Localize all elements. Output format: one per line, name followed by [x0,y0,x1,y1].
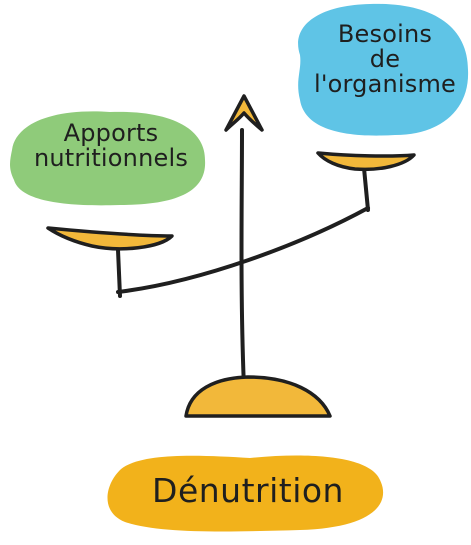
bottom-label-blob [107,455,384,532]
right-label-line: l'organisme [313,70,457,99]
right-pan-hanger [362,166,370,212]
scale-base [184,375,332,418]
bottom-label: Dénutrition [152,471,344,510]
left-label-line: nutritionnels [33,144,189,173]
left-label: Apports nutritionnels [6,119,216,173]
left-pan [46,226,174,251]
scale-beam [116,206,370,294]
left-pan-hanger [116,248,122,298]
right-pan [316,151,416,172]
right-label-line: Besoins [337,20,433,48]
arrow-head [224,94,264,132]
right-label-line: de [369,45,401,74]
right-label-blob [298,3,469,136]
right-label: Besoins de l'organisme [300,20,470,99]
scale-pole [239,128,246,390]
left-label-blob [10,111,206,206]
left-label-line: Apports [63,119,159,147]
